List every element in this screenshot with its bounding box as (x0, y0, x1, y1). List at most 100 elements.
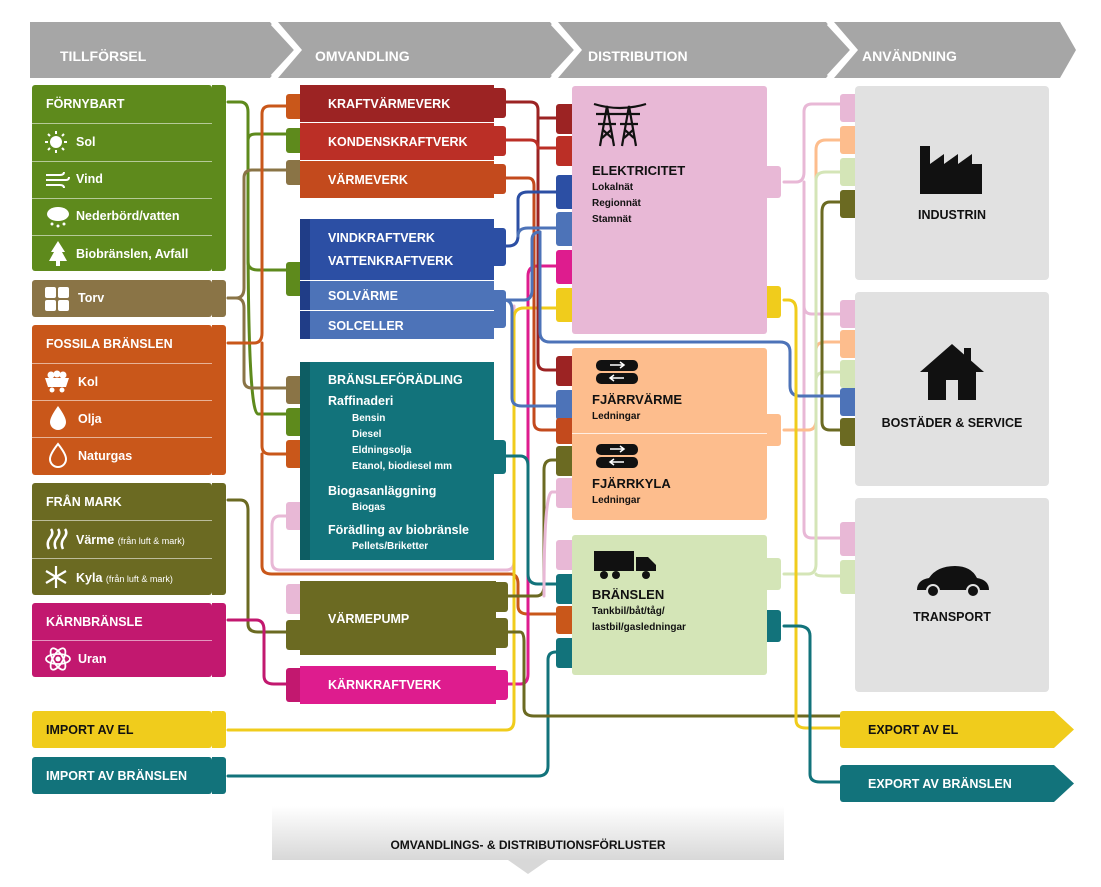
supply-varme: Värme (från luft & mark) (76, 533, 185, 547)
import-el-label: IMPORT AV EL (46, 723, 134, 737)
br-in-tab-1 (556, 540, 572, 570)
conv-kraftvarmeverk: KRAFTVÄRMEVERK (300, 85, 494, 122)
conv-kondenskraftverk: KONDENSKRAFTVERK (300, 123, 494, 160)
solceller-label: SOLCELLER (328, 319, 404, 333)
conv-vind-vatten: VINDKRAFTVERK VATTENKRAFTVERK (300, 219, 494, 280)
wire-br-ind (782, 170, 842, 576)
el-in-tab-3 (556, 175, 572, 209)
supply-uran: Uran (78, 652, 107, 666)
ind-in-tab-2 (840, 126, 855, 154)
losses-band (272, 806, 784, 874)
conv-solceller: SOLCELLER (300, 311, 494, 339)
stage-anvandning: ANVÄNDNING (862, 48, 957, 64)
wire-varmeverk (494, 176, 558, 432)
supply-sol: Sol (76, 135, 96, 149)
branslen-item-1: Tankbil/båt/tåg/ (592, 606, 665, 617)
heat-waves-icon (46, 528, 68, 550)
varmeverk-out-tab (494, 164, 506, 194)
branslen-item-2: lastbil/gasledningar (592, 622, 686, 633)
br-in-tab-2 (556, 574, 572, 604)
export-el-arrow (854, 711, 1074, 748)
solvarme-label: SOLVÄRME (328, 289, 398, 303)
supply-kol: Kol (78, 375, 99, 389)
torv-label: Torv (78, 291, 105, 305)
el-in-tab-6 (556, 288, 572, 322)
kondens-in-tab (286, 128, 300, 153)
factory-icon (920, 146, 982, 194)
el-in-tab-4 (556, 212, 572, 246)
raffinaderi-label: Raffinaderi (328, 394, 394, 408)
wire-mark-1 (226, 498, 288, 634)
bost-in-tab-2 (840, 330, 855, 358)
car-icon (917, 566, 989, 598)
karnkraft-in-tab (286, 668, 300, 702)
truck-icon (594, 551, 656, 579)
varmeverk-label: VÄRMEVERK (328, 173, 408, 187)
import-el-tab (212, 711, 226, 748)
wire-kraftvarme-2 (536, 116, 558, 372)
district-pipes-icon (596, 360, 638, 384)
bostader-label: BOSTÄDER & SERVICE (881, 416, 1023, 430)
district-cooling-pipes-icon (596, 444, 638, 468)
raff-in-tab-4 (286, 502, 300, 530)
el-stamnat: Stamnät (592, 214, 632, 225)
industrin-label: INDUSTRIN (917, 208, 987, 222)
raff-bensin: Bensin (352, 413, 386, 424)
supply-olja: Olja (78, 412, 102, 426)
export-bransle-tab (840, 765, 854, 802)
wire-br-bost (814, 370, 842, 382)
conv-solvarme: SOLVÄRME (300, 281, 494, 310)
bost-in-tab-4 (840, 388, 855, 416)
fossila-title: FOSSILA BRÄNSLEN (46, 337, 173, 351)
gas-flame-icon (48, 442, 68, 468)
wire-export-el (782, 298, 842, 730)
conv-varmeverk: VÄRMEVERK (300, 161, 494, 198)
bransleforadling-title: BRÄNSLEFÖRÄDLING (328, 373, 463, 387)
import-bransle-label: IMPORT AV BRÄNSLEN (46, 769, 187, 783)
kraftvarme-out-tab (494, 88, 506, 118)
fossila-tab (212, 325, 226, 475)
branslen-title: BRÄNSLEN (592, 587, 665, 602)
varmepump-out-tab-2 (496, 618, 508, 648)
power-pylon-icon (593, 102, 647, 147)
wire-varmepump-2 (496, 630, 842, 718)
export-bransle-label: EXPORT AV BRÄNSLEN (868, 777, 1012, 791)
stage-omvandling: OMVANDLING (315, 48, 410, 64)
supply-fran-mark: FRÅN MARK Värme (från luft & mark) Kyla … (32, 483, 212, 595)
fv-in-tab-3 (556, 418, 572, 444)
varmepump-label: VÄRMEPUMP (328, 612, 410, 626)
wire-kraftvarme-1 (494, 100, 558, 120)
supply-naturgas: Naturgas (78, 449, 133, 463)
wire-kondens (494, 138, 558, 150)
wire-fossil-2 (260, 341, 288, 456)
usage-industrin: INDUSTRIN (855, 86, 1049, 280)
wire-green-1 (226, 100, 288, 272)
wire-export-br (782, 624, 842, 784)
sun-icon (45, 131, 67, 153)
fornybart-title: FÖRNYBART (46, 97, 125, 111)
sol-out-tab (494, 290, 506, 328)
biogas-label: Biogasanläggning (328, 484, 437, 498)
karnkraftverk-label: KÄRNKRAFTVERK (328, 678, 442, 692)
el-in-tab-2 (556, 136, 572, 166)
varmepump-out-tab-1 (496, 582, 508, 612)
ind-in-tab-4 (840, 190, 855, 218)
tree-icon (49, 241, 67, 266)
transp-in-tab-1 (840, 522, 855, 556)
wire-import-bransle (226, 650, 558, 778)
fran-mark-title: FRÅN MARK (46, 495, 122, 509)
wire-green-3 (246, 220, 288, 416)
kondens-out-tab (494, 126, 506, 156)
fornybart-tab (212, 85, 226, 271)
fv-in-tab-2 (556, 390, 572, 420)
fjarrvarme-ledningar: Ledningar (592, 411, 641, 422)
conv-karnkraftverk: KÄRNKRAFTVERK (300, 666, 496, 704)
wire-el-transp (802, 304, 842, 540)
ind-in-tab-1 (840, 94, 855, 122)
transp-in-tab-2 (840, 560, 855, 594)
fjarrkyla-title: FJÄRRKYLA (592, 476, 671, 491)
usage-bostader: BOSTÄDER & SERVICE (855, 292, 1049, 486)
coal-cart-icon (45, 370, 69, 393)
raff-in-tab-3 (286, 440, 300, 468)
